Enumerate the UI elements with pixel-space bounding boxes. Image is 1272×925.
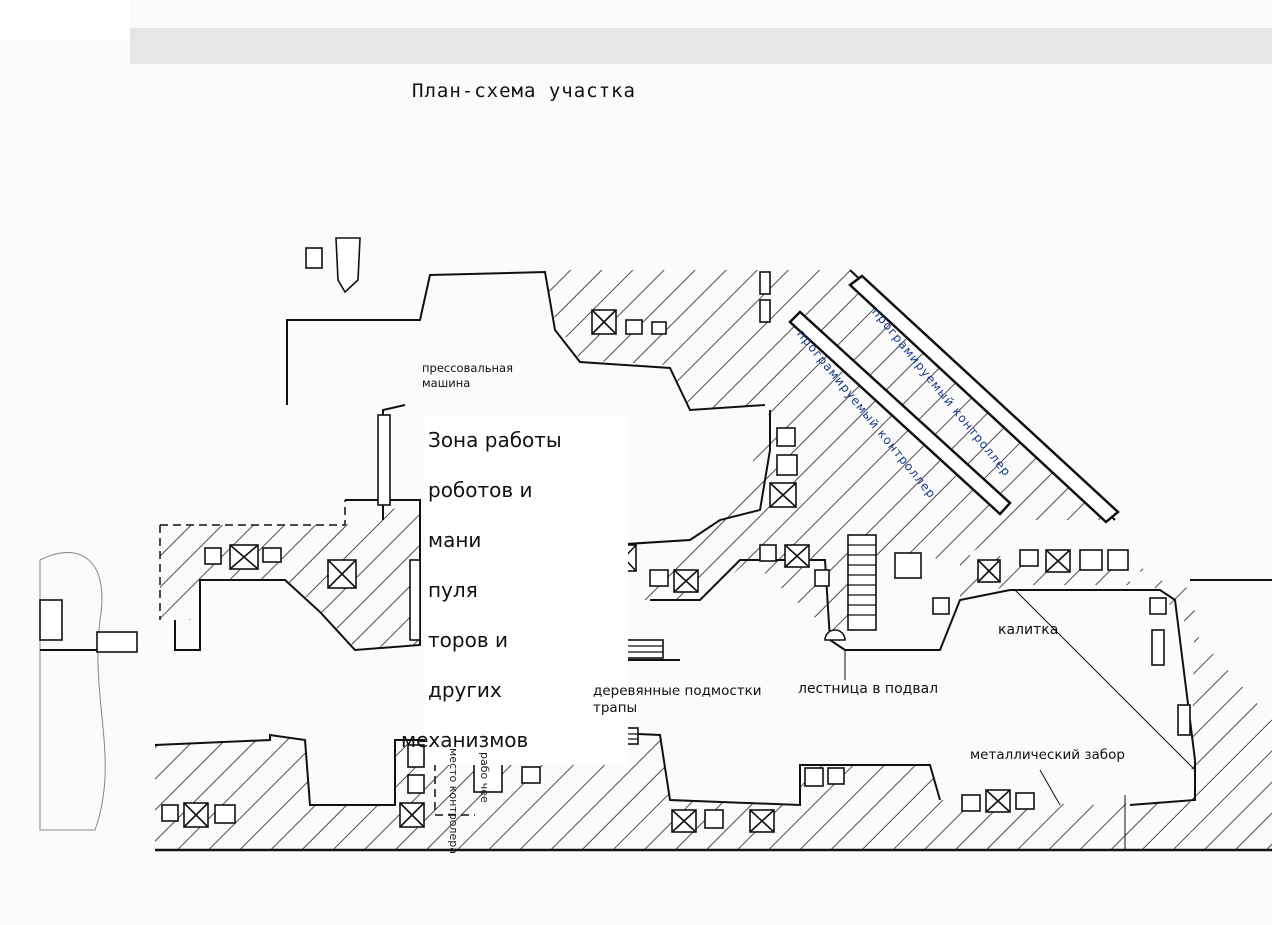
work-zone-line: пуля	[428, 578, 478, 602]
work-zone-line: роботов и	[428, 478, 533, 502]
dashed-boundaries	[159, 500, 475, 816]
label-metal-fence: металлический забор	[970, 747, 1125, 763]
plan-title: План-схема участка	[412, 80, 636, 102]
work-zone-line: Зона работы	[428, 428, 562, 452]
label-workplace: рабо чее	[478, 752, 491, 803]
work-zone-line: механизмов	[401, 728, 529, 752]
work-zone-line: других	[428, 678, 502, 702]
label-wooden-scaffolding: деревянные подмостки трапы	[593, 683, 762, 716]
label-work-zone: Зона работы роботов и мани пуля торов и …	[401, 415, 628, 765]
hatched-areas	[155, 270, 1272, 850]
label-inspector-place: место контролера	[447, 748, 460, 854]
label-basement-stairs: лестница в подвал	[798, 681, 939, 697]
scan-edge	[130, 28, 1272, 64]
terrain-contour	[39, 552, 106, 831]
controller-bars	[788, 274, 1120, 524]
work-zone-line: мани	[428, 528, 482, 552]
label-gate: калитка	[998, 622, 1059, 638]
equipment-symbols	[39, 237, 1191, 833]
leader-lines	[844, 589, 1196, 850]
label-press-machine: прессовальная машина	[422, 361, 514, 390]
work-zone-line: торов и	[428, 628, 508, 652]
